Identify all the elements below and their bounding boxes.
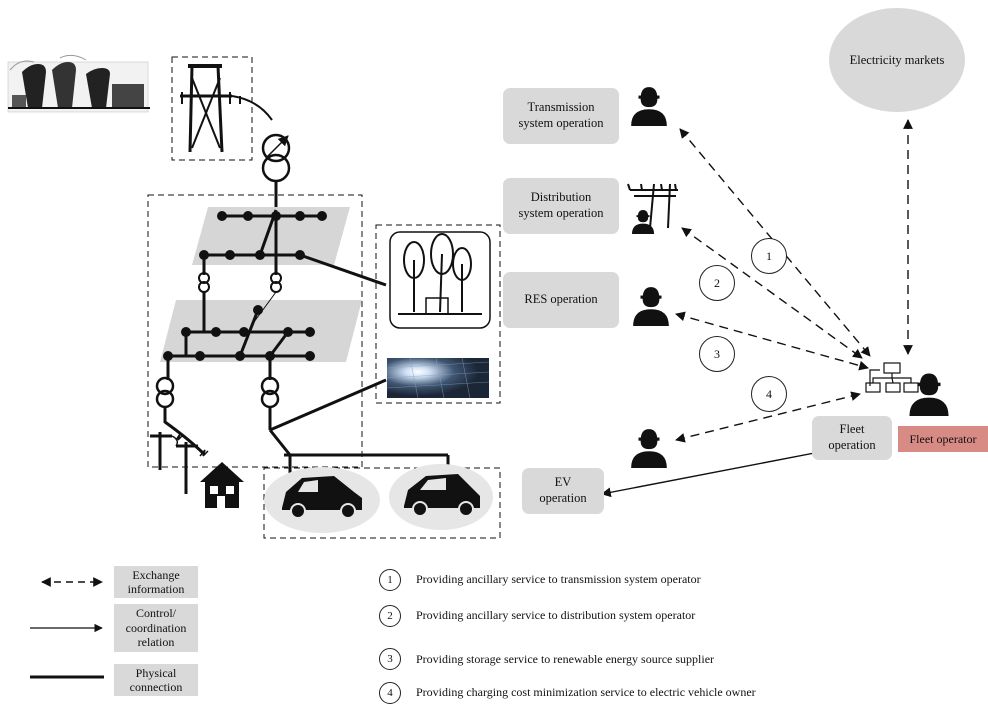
legend-lines [30, 577, 104, 679]
service-number-2: 2 [379, 605, 401, 627]
control-relation-arrow [601, 449, 831, 498]
service-text-3: Providing storage service to renewable e… [416, 652, 715, 666]
electric-car-icon [264, 467, 380, 533]
legend-label-text: Physical connection [129, 665, 183, 694]
service-number-1: 1 [379, 569, 401, 591]
service-text-4: Providing charging cost minimization ser… [416, 685, 756, 699]
service-number-4: 4 [379, 682, 401, 704]
service-badge-1: 1 [751, 238, 787, 274]
fleet-operator-label: Fleet operator [909, 431, 977, 446]
legend-physical-label: Physical connection [114, 664, 198, 696]
legend-label-text: Control/ coordination relation [125, 606, 187, 650]
res-operation-box: RES operation [503, 272, 619, 328]
network-hierarchy-icon [865, 362, 919, 393]
badge-number: 1 [766, 248, 772, 263]
service-text-1: Providing ancillary service to transmiss… [416, 572, 701, 586]
service-number-text: 4 [387, 687, 393, 699]
physical-connections [163, 378, 450, 475]
badge-number: 4 [766, 386, 772, 401]
house-icon [200, 462, 244, 508]
electricity-markets-label: Electricity markets [849, 52, 945, 67]
fleet-operation-box: Fleet operation [812, 416, 892, 460]
operator-person-icon [631, 429, 667, 468]
power-plant-icon [7, 54, 150, 113]
transmission-operation-box: Transmission system operation [503, 88, 619, 144]
legend-label-text: Exchange information [127, 567, 185, 596]
ev-operation-box: EV operation [522, 468, 604, 514]
badge-number: 2 [714, 275, 720, 290]
exchange-information-arrows [675, 119, 913, 443]
fleet-operation-label: Fleet operation [828, 422, 876, 452]
legend-control-label: Control/ coordination relation [114, 604, 198, 652]
distribution-grid-boundary [147, 194, 363, 468]
service-number-text: 1 [387, 574, 393, 586]
transformer-icon [261, 133, 291, 210]
lower-transformers [155, 376, 280, 409]
badge-number: 3 [714, 346, 720, 361]
solar-panel-icon [386, 357, 490, 399]
tower-boundary [171, 56, 253, 161]
ev-operation-label: EV operation [539, 475, 587, 505]
transmission-tower-icon [180, 64, 273, 153]
legend-exchange-label: Exchange information [114, 566, 198, 598]
fleet-operator-label-box: Fleet operator [898, 426, 988, 452]
power-pole-icon [627, 183, 678, 229]
wind-turbine-icon [389, 231, 491, 329]
distribution-operation-box: Distribution system operation [503, 178, 619, 234]
service-badge-3: 3 [699, 336, 735, 372]
service-badge-2: 2 [699, 265, 735, 301]
power-pole-icon [150, 432, 209, 494]
service-number-text: 2 [387, 610, 393, 622]
electric-car-icon-2 [389, 464, 493, 530]
ev-boundary [263, 467, 501, 539]
upper-grid-network [199, 209, 387, 287]
service-badge-4: 4 [751, 376, 787, 412]
operator-person-icon [631, 87, 667, 126]
res-boundary [375, 224, 501, 404]
electricity-markets-node: Electricity markets [829, 8, 965, 112]
lower-grid-network [163, 305, 315, 380]
res-operation-label: RES operation [524, 292, 598, 307]
fleet-operator-person-icon [909, 373, 949, 416]
operator-person-icon [633, 287, 669, 326]
distribution-operation-label: Distribution system operation [518, 190, 604, 220]
service-number-3: 3 [379, 648, 401, 670]
service-text-2: Providing ancillary service to distribut… [416, 608, 696, 622]
small-transformers [198, 272, 282, 332]
transmission-operation-label: Transmission system operation [518, 100, 604, 130]
service-number-text: 3 [387, 653, 393, 665]
